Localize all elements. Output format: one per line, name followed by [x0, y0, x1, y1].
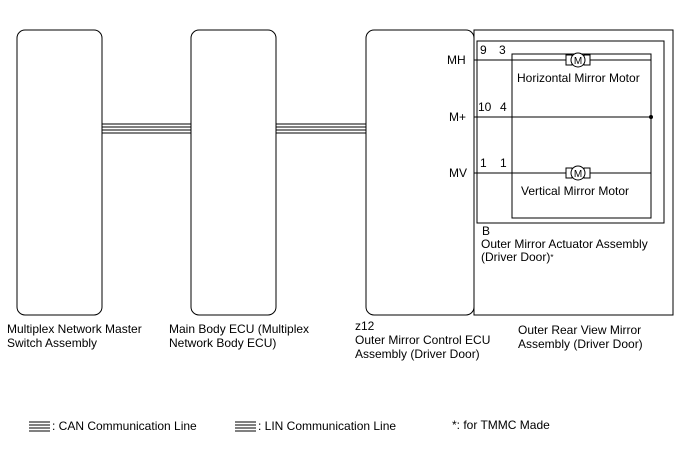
- mirror-ecu-label-line1: Outer Mirror Control ECU: [355, 333, 491, 347]
- rear-view-mirror-label-line1: Outer Rear View Mirror: [518, 323, 642, 337]
- main-body-ecu-label-line1: Main Body ECU (Multiplex: [169, 322, 310, 336]
- can-communication-line: [102, 123, 191, 134]
- actuator-box: [476, 40, 665, 224]
- legend-note-text: : for TMMC Made: [456, 418, 550, 432]
- master-switch-box: [16, 29, 103, 316]
- vertical-motor-symbol: M: [574, 169, 582, 180]
- terminal-mv: MV: [449, 166, 467, 180]
- master-switch-label-line1: Multiplex Network Master: [7, 322, 142, 336]
- terminal-mh: MH: [447, 53, 466, 67]
- legend-can-label: : CAN Communication Line: [52, 419, 197, 433]
- pin-mplus-actuator: 4: [500, 100, 507, 114]
- vertical-motor-label: Vertical Mirror Motor: [521, 184, 630, 198]
- pin-mh-actuator: 3: [499, 43, 506, 57]
- legend-lin-icon: [235, 421, 256, 432]
- rear-view-mirror-label-line2: Assembly (Driver Door): [518, 337, 643, 351]
- legend-note-mark: *: [452, 418, 457, 432]
- legend-note: *: for TMMC Made: [452, 419, 550, 432]
- horizontal-motor-label: Horizontal Mirror Motor: [517, 71, 640, 85]
- actuator-note-mark: *: [550, 253, 554, 262]
- legend-can-icon: [29, 421, 50, 432]
- legend-lin-label: : LIN Communication Line: [258, 419, 397, 433]
- actuator-connector: B: [482, 224, 491, 238]
- master-switch-label-line2: Switch Assembly: [7, 336, 98, 350]
- pin-mplus-ecu: 10: [478, 100, 492, 114]
- actuator-label-line1: Outer Mirror Actuator Assembly: [481, 237, 648, 251]
- horizontal-motor-symbol: M: [574, 56, 582, 67]
- horizontal-motor-icon: M: [565, 52, 591, 68]
- mirror-ecu-connector: z12: [355, 319, 375, 333]
- pin-mv-actuator: 1: [500, 156, 507, 170]
- mirror-ecu-label-line2: Assembly (Driver Door): [355, 347, 480, 361]
- terminal-mplus: M+: [449, 110, 467, 124]
- pin-mv-ecu: 1: [480, 156, 487, 170]
- vertical-motor-icon: M: [565, 165, 591, 181]
- main-body-ecu-label-line2: Network Body ECU): [169, 336, 277, 350]
- lin-communication-line: [276, 123, 366, 134]
- pin-mh-ecu: 9: [480, 43, 487, 57]
- actuator-label-line2-wrap: (Driver Door)*: [481, 251, 553, 264]
- main-body-ecu-box: [190, 29, 277, 316]
- actuator-label-line2: (Driver Door): [481, 250, 551, 264]
